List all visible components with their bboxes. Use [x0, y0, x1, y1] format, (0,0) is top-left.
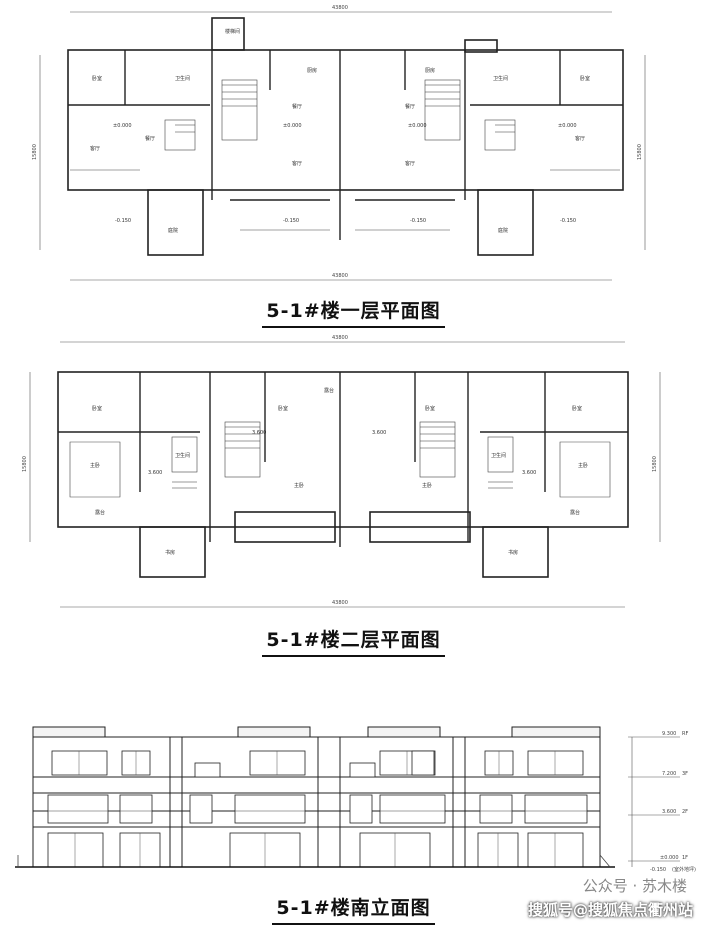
- room-label: 客厅: [575, 135, 585, 142]
- room-label: 楼梯间: [225, 28, 240, 35]
- room-label: 卧室: [580, 75, 590, 82]
- room-label: 餐厅: [405, 103, 415, 110]
- room-label: 客厅: [405, 160, 415, 167]
- level-label: 3.600: [148, 470, 162, 476]
- room-label: 卧室: [425, 405, 435, 412]
- room-label: 卧室: [92, 405, 102, 412]
- top-dimension: 43800: [332, 5, 348, 11]
- wechat-watermark: 公众号 · 苏木楼: [582, 877, 687, 895]
- room-label: 卧室: [278, 405, 288, 412]
- south-elevation-caption-text: 5-1#楼南立面图: [272, 893, 435, 925]
- room-label: 主卧: [422, 482, 432, 489]
- room-label: 书房: [165, 549, 175, 556]
- left-side-dimension: 15800: [22, 456, 28, 472]
- level-label: ±0.000: [113, 123, 132, 129]
- top-dimension: 43800: [332, 335, 348, 341]
- exterior-level-label: -0.150: [283, 218, 299, 224]
- right-side-dimension: 15800: [652, 456, 658, 472]
- room-label: 主卧: [90, 462, 100, 469]
- level-label: ±0.000: [558, 123, 577, 129]
- room-label: 客厅: [292, 160, 302, 167]
- second-floor-caption: 5-1#楼二层平面图: [0, 625, 707, 657]
- level-label: ±0.000: [408, 123, 427, 129]
- bottom-dimension: 43800: [332, 273, 348, 279]
- ground-floor-plan: 43800 43800 15800 15800: [0, 0, 707, 290]
- bottom-dimension: 43800: [332, 600, 348, 606]
- south-elevation-drawing: 9.300 RF 7.200 3F 3.600 2F ±0.000 1F -0.…: [15, 726, 696, 873]
- room-label: 露台: [570, 509, 580, 516]
- room-label: 庭院: [168, 227, 178, 234]
- second-floor-plan-drawing: 43800 43800 15800 15800: [22, 335, 661, 608]
- room-label: 露台: [324, 387, 334, 394]
- room-label: 主卧: [294, 482, 304, 489]
- second-floor-plan: 43800 43800 15800 15800: [0, 332, 707, 617]
- ground-note: (室外地坪): [672, 866, 696, 873]
- room-label: 书房: [508, 549, 518, 556]
- ground-floor-caption: 5-1#楼一层平面图: [0, 296, 707, 328]
- level-value: -0.150: [650, 867, 666, 873]
- room-label: 卫生间: [175, 75, 190, 82]
- room-label: 餐厅: [292, 103, 302, 110]
- room-label: 卧室: [572, 405, 582, 412]
- level-name: 3F: [682, 771, 688, 777]
- room-label: 客厅: [90, 145, 100, 152]
- level-label: 3.600: [252, 430, 266, 436]
- level-label: 3.600: [372, 430, 386, 436]
- room-label: 庭院: [498, 227, 508, 234]
- left-side-dimension: 15800: [32, 144, 38, 160]
- room-label: 卫生间: [491, 452, 506, 459]
- level-value: 3.600: [662, 809, 676, 815]
- level-name: 2F: [682, 809, 688, 815]
- room-label: 厨房: [307, 67, 317, 74]
- room-label: 厨房: [425, 67, 435, 74]
- room-label: 露台: [95, 509, 105, 516]
- ground-floor-plan-drawing: 43800 43800 15800 15800: [32, 5, 646, 281]
- exterior-level-label: -0.150: [560, 218, 576, 224]
- second-floor-caption-text: 5-1#楼二层平面图: [262, 625, 445, 657]
- room-label: 餐厅: [145, 135, 155, 142]
- level-label: ±0.000: [283, 123, 302, 129]
- right-side-dimension: 15800: [637, 144, 643, 160]
- ground-floor-caption-text: 5-1#楼一层平面图: [262, 296, 445, 328]
- exterior-level-label: -0.150: [115, 218, 131, 224]
- level-value: 9.300: [662, 731, 676, 737]
- level-value: 7.200: [662, 771, 676, 777]
- level-name: 1F: [682, 855, 688, 861]
- south-elevation-caption: 5-1#楼南立面图: [0, 893, 707, 925]
- room-label: 卧室: [92, 75, 102, 82]
- room-label: 主卧: [578, 462, 588, 469]
- level-label: 3.600: [522, 470, 536, 476]
- room-label: 卫生间: [175, 452, 190, 459]
- level-name: RF: [682, 731, 688, 737]
- exterior-level-label: -0.150: [410, 218, 426, 224]
- site-watermark: 搜狐号@搜狐焦点衢州站: [527, 901, 693, 919]
- room-label: 卫生间: [493, 75, 508, 82]
- level-value: ±0.000: [660, 855, 679, 861]
- south-elevation: 9.300 RF 7.200 3F 3.600 2F ±0.000 1F -0.…: [0, 715, 707, 875]
